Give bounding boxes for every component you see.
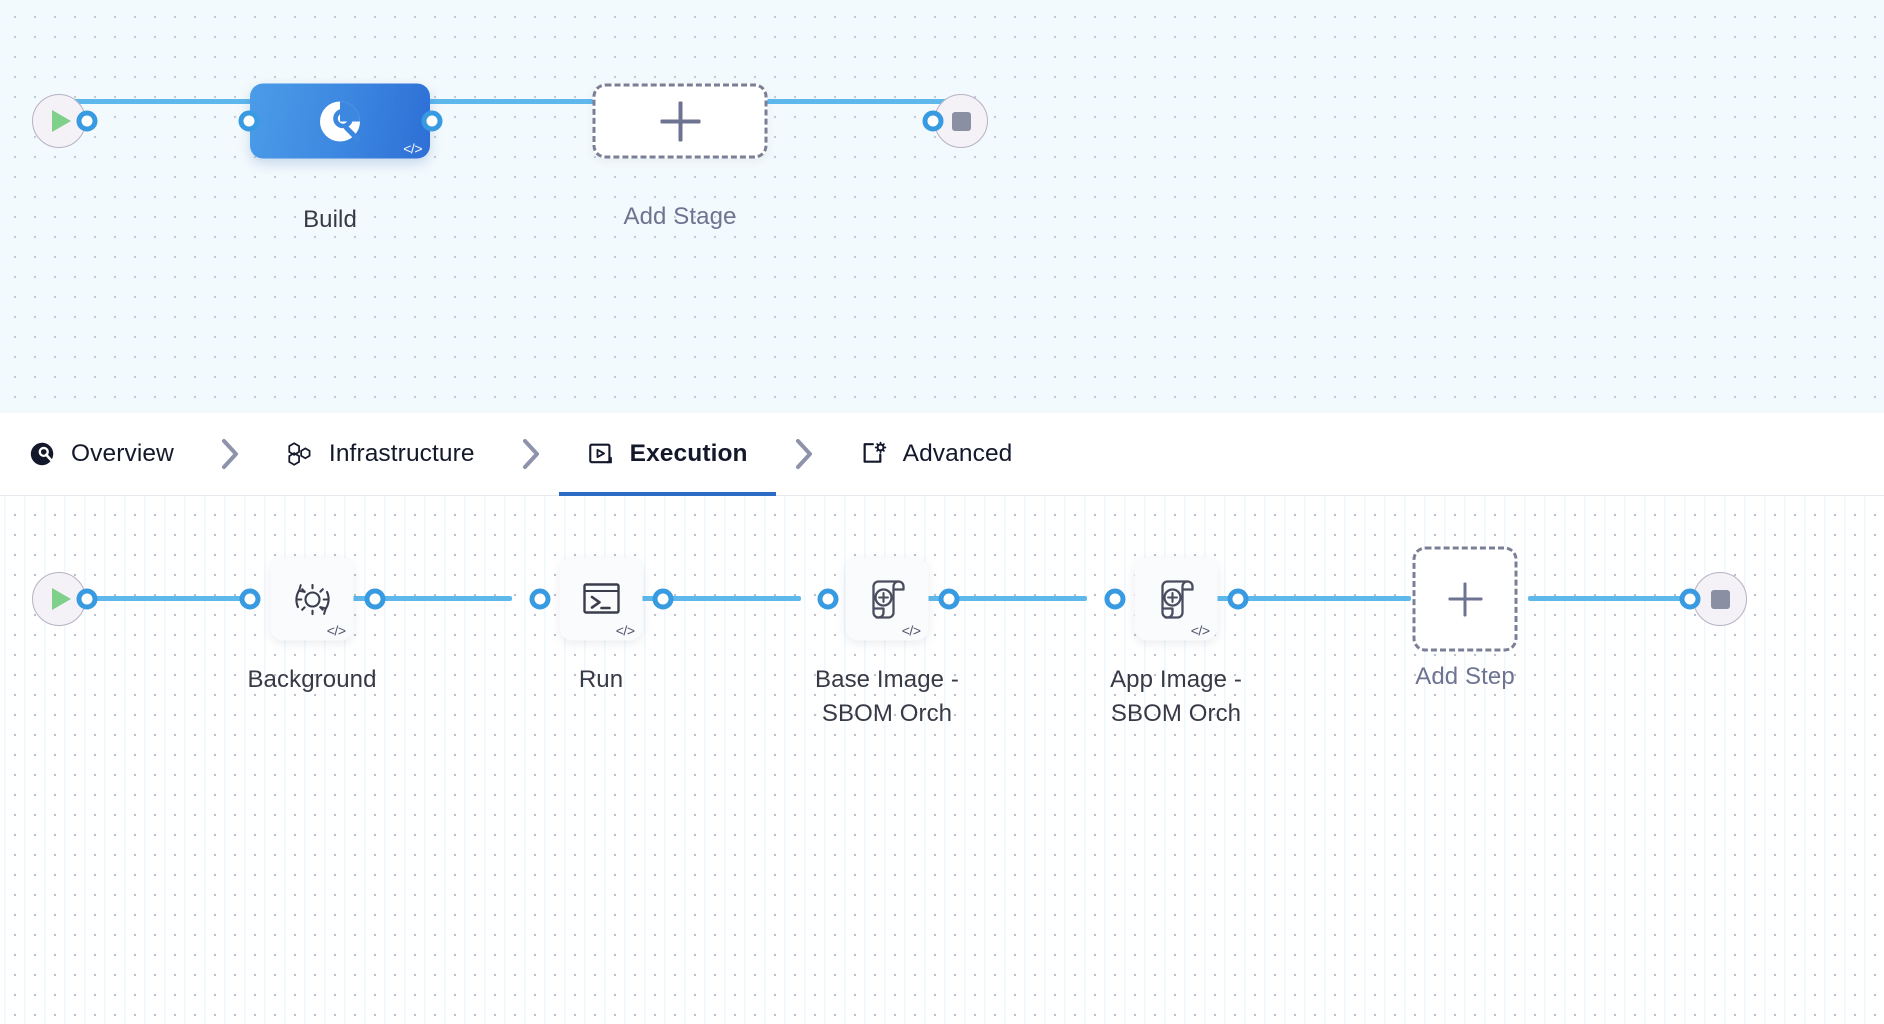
tab-label-infrastructure: Infrastructure: [328, 440, 475, 467]
wire-background-to-run: [312, 596, 512, 601]
build-code-badge: </>: [403, 140, 422, 157]
harness-overview-icon: [30, 442, 54, 466]
wire-addstep-to-end: [1528, 596, 1713, 601]
tab-advanced[interactable]: Advanced: [832, 413, 1041, 496]
wire-baseimage-to-appimage: [887, 596, 1087, 601]
tab-label-overview: Overview: [71, 440, 174, 467]
execution-steps-canvas[interactable]: </> Background </> Run: [0, 496, 1884, 1024]
background-code-badge: </>: [326, 622, 346, 639]
exec-start-output-port[interactable]: [76, 588, 98, 610]
step-label-app-image-sbom-orch: App Image - SBOM Orch: [1110, 666, 1242, 727]
add-step-label: Add Step: [1415, 663, 1515, 690]
execution-end-node[interactable]: [1693, 572, 1747, 626]
wire-start-to-background: [59, 596, 259, 601]
stage-label-build: Build: [303, 206, 357, 233]
step-node-background[interactable]: </>: [270, 557, 354, 641]
build-input-port[interactable]: [238, 110, 260, 132]
chevron-right-icon: [795, 439, 812, 469]
sbom-scroll-plus-icon: [1160, 579, 1194, 619]
play-box-execution-icon: [588, 443, 612, 464]
baseimage-input-port[interactable]: [817, 588, 839, 610]
play-icon: [52, 588, 71, 610]
build-output-port[interactable]: [421, 110, 443, 132]
add-stage-label: Add Stage: [623, 203, 737, 230]
start-output-port[interactable]: [76, 110, 98, 132]
appimage-input-port[interactable]: [1104, 588, 1126, 610]
run-input-port[interactable]: [529, 588, 551, 610]
stage-config-tabs[interactable]: Overview Infrastructure: [0, 413, 1884, 497]
wire-addstage-to-end: [768, 99, 958, 104]
sbom-scroll-plus-icon: [871, 579, 905, 619]
stage-canvas[interactable]: </> Build Add Stage: [0, 0, 1884, 413]
gear-refresh-icon: [294, 583, 330, 615]
tab-label-execution: Execution: [629, 440, 748, 467]
chevron-right-icon: [221, 439, 238, 469]
stage-node-build[interactable]: </>: [250, 83, 430, 159]
tab-separator-2: [503, 413, 559, 496]
tab-separator-1: [202, 413, 258, 496]
baseimage-output-port[interactable]: [938, 588, 960, 610]
appimage-code-badge: </>: [1190, 622, 1210, 639]
stop-icon: [951, 111, 971, 131]
stop-icon: [1710, 589, 1730, 609]
plus-icon: [660, 101, 700, 141]
hexagons-infrastructure-icon: [288, 442, 311, 466]
chevron-right-icon: [522, 439, 539, 469]
tab-infrastructure[interactable]: Infrastructure: [258, 413, 503, 496]
step-node-base-image-sbom-orch[interactable]: </>: [845, 557, 929, 641]
wire-run-to-baseimage: [601, 596, 801, 601]
step-label-background: Background: [247, 666, 377, 693]
gear-card-advanced-icon: [863, 441, 886, 463]
tab-label-advanced: Advanced: [902, 440, 1013, 467]
wire-start-to-build: [59, 99, 439, 104]
tab-separator-3: [776, 413, 832, 496]
terminal-icon: [582, 582, 620, 614]
baseimage-code-badge: </>: [901, 622, 921, 639]
tab-execution[interactable]: Execution: [558, 413, 776, 497]
plus-icon: [1448, 582, 1482, 616]
background-output-port[interactable]: [364, 588, 386, 610]
end-input-port[interactable]: [922, 110, 944, 132]
run-output-port[interactable]: [652, 588, 674, 610]
wire-appimage-to-addstep: [1176, 596, 1411, 601]
add-step-node[interactable]: [1412, 546, 1518, 652]
tab-overview[interactable]: Overview: [0, 413, 202, 496]
step-node-app-image-sbom-orch[interactable]: </>: [1134, 557, 1218, 641]
run-code-badge: </>: [615, 622, 635, 639]
harness-stage-icon: [320, 101, 360, 141]
step-node-run[interactable]: </>: [559, 557, 643, 641]
play-icon: [52, 110, 71, 132]
add-stage-node[interactable]: [592, 83, 768, 159]
background-input-port[interactable]: [239, 588, 261, 610]
exec-end-input-port[interactable]: [1679, 588, 1701, 610]
step-label-base-image-sbom-orch: Base Image - SBOM Orch: [815, 666, 959, 727]
step-label-run: Run: [578, 666, 624, 693]
appimage-output-port[interactable]: [1227, 588, 1249, 610]
